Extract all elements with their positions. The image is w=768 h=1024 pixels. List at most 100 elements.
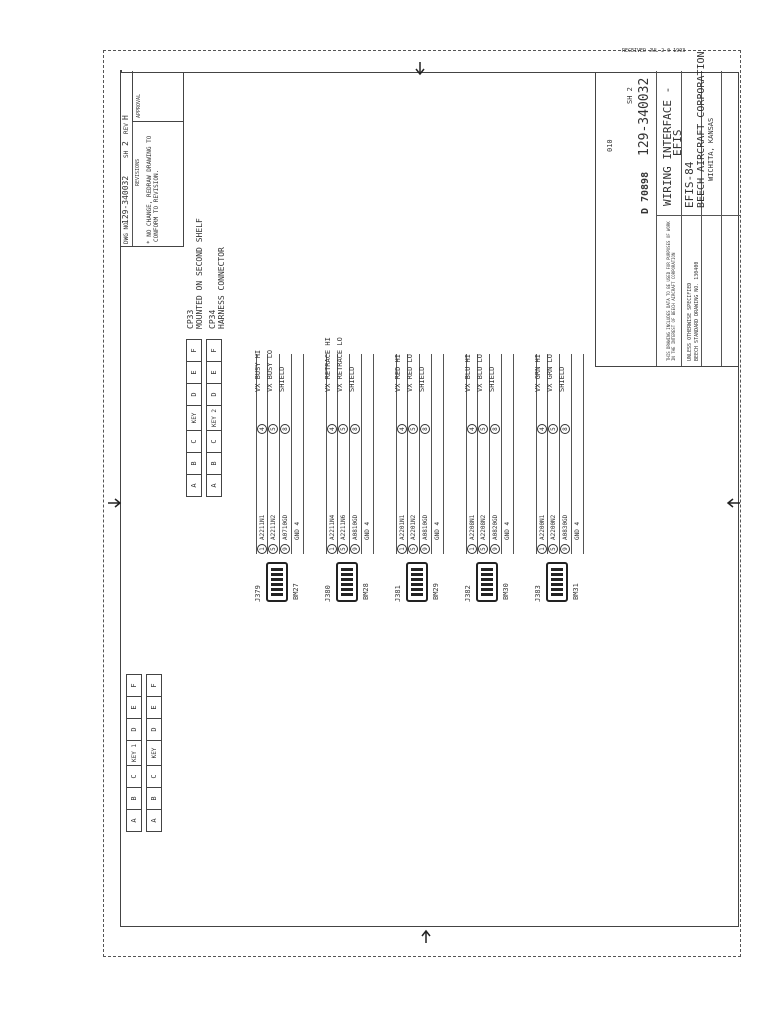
wire-id: A0820GD [492, 514, 499, 540]
rev-spacer [120, 70, 122, 72]
wire-id: A2200N2 [550, 514, 557, 540]
left1-pin-b: B [126, 787, 142, 810]
wire-id: GND 4 [364, 521, 371, 540]
system-name: EFIS-84 [683, 161, 696, 208]
connector-plug-icon [266, 562, 288, 602]
block-id: BM27 [292, 583, 300, 600]
connector-plug-icon [406, 562, 428, 602]
wire-id: A2201N1 [399, 514, 406, 540]
signal-label: VX BUSY HI [254, 349, 262, 392]
outer-border [103, 50, 741, 957]
left-connector-row-1: A B C KEY 1 D E F [126, 674, 142, 832]
cp33-row: A B C KEY D E F [186, 339, 202, 497]
wire-id: A2200N1 [539, 514, 546, 540]
wire-id: GND 4 [574, 521, 581, 540]
note-standard: BEECH STANDARD DRAWING NO. 130400 [694, 261, 700, 361]
dwg-no-label: DWG NO [123, 222, 130, 244]
left1-pin-a: A [126, 809, 142, 832]
cp34-pin-e: E [206, 361, 222, 384]
signal-label: VX RETRACE HI [324, 337, 332, 392]
wire-id: A2208N2 [480, 514, 487, 540]
block-id: BM31 [572, 583, 580, 600]
left2-pin-e: E [146, 696, 162, 719]
approval-box: APPROVAL [132, 72, 184, 122]
connector-id: J382 [464, 585, 472, 602]
block-id: BM30 [502, 583, 510, 600]
wire-row: GND 4 [362, 354, 374, 554]
connector-id: J383 [534, 585, 542, 602]
tb-divider [681, 71, 682, 366]
block-id: BM29 [432, 583, 440, 600]
signal-label: SHIELD [418, 366, 426, 392]
sheet-code: 010 [606, 139, 614, 152]
wire-row: GND 4 [502, 354, 514, 554]
wire-row: GND 4 [572, 354, 584, 554]
wire-id: A0830GD [562, 514, 569, 540]
tb-divider [656, 215, 740, 216]
connector-id: J381 [394, 585, 402, 602]
signal-label: VX RETRACE LO [336, 337, 344, 392]
connector-plug-icon [336, 562, 358, 602]
sheet-number: SH 2 [626, 87, 634, 104]
wire-row: GND 4 [292, 354, 304, 554]
company-name: BEECH AIRCRAFT CORPORATION [696, 51, 707, 208]
wire-id: A2211N2 [270, 514, 277, 540]
cp34-pin-a: A [206, 474, 222, 497]
drawing-number: 129-340032 [637, 77, 652, 156]
cp33-pin-b: B [186, 452, 202, 475]
signal-label: SHIELD [278, 366, 286, 392]
wire-id: GND 4 [434, 521, 441, 540]
cp33-key: KEY [186, 405, 202, 431]
tb-divider [656, 71, 657, 366]
cp34-pin-f: F [206, 339, 222, 362]
left-connector-row-2: A B C KEY D E F [146, 674, 162, 832]
revision-text-2: CONFORM TO REVISION. [153, 169, 160, 242]
cp33-pin-c: C [186, 430, 202, 453]
cp34-label: CP34 [208, 309, 217, 329]
cp33-pin-f: F [186, 339, 202, 362]
received-stamp: RECEIVED JUL 2 0 1993 [622, 48, 686, 54]
revisions-heading: REVISIONS [135, 158, 141, 186]
cp33-pin-d: D [186, 383, 202, 406]
left2-pin-c: C [146, 765, 162, 788]
wire-id: A0810GD [352, 514, 359, 540]
left2-pin-f: F [146, 674, 162, 697]
left1-pin-c: C [126, 765, 142, 788]
signal-label: VX RED HI [394, 354, 402, 392]
left2-pin-d: D [146, 718, 162, 741]
block-id: BM28 [362, 583, 370, 600]
wire-id: A0710GD [282, 514, 289, 540]
signal-label: SHIELD [348, 366, 356, 392]
connector-plug-icon [476, 562, 498, 602]
inner-border [120, 72, 739, 927]
left2-key: KEY [146, 740, 162, 766]
wire-id: GND 4 [504, 521, 511, 540]
signal-label: VX GRN LO [546, 354, 554, 392]
cp33-note: MOUNTED ON SECOND SHELF [195, 218, 204, 329]
rev-label: REV [123, 123, 130, 134]
rev-dwg-number: 129-340032 [121, 175, 130, 224]
signal-label: VX BLU HI [464, 354, 472, 392]
signal-label: SHIELD [488, 366, 496, 392]
connector-id: J379 [254, 585, 262, 602]
drawing-content: DWG NO 129-340032 SH 2 REV H REVISIONS *… [120, 51, 740, 927]
wire-row: GND 4 [432, 354, 444, 554]
left2-pin-b: B [146, 787, 162, 810]
left1-key: KEY 1 [126, 740, 142, 766]
cp33-pin-a: A [186, 474, 202, 497]
company-location: WICHITA, KANSAS [707, 117, 715, 181]
signal-label: VX RED LO [406, 354, 414, 392]
left2-pin-a: A [146, 809, 162, 832]
cp34-pin-d: D [206, 383, 222, 406]
signal-label: VX GRN HI [534, 354, 542, 392]
center-marker-top [415, 62, 425, 76]
cp33-label: CP33 [186, 309, 195, 329]
center-marker-right [726, 498, 740, 508]
signal-label: VX BLU LO [476, 354, 484, 392]
wire-id: GND 4 [294, 521, 301, 540]
tb-divider [721, 71, 722, 366]
